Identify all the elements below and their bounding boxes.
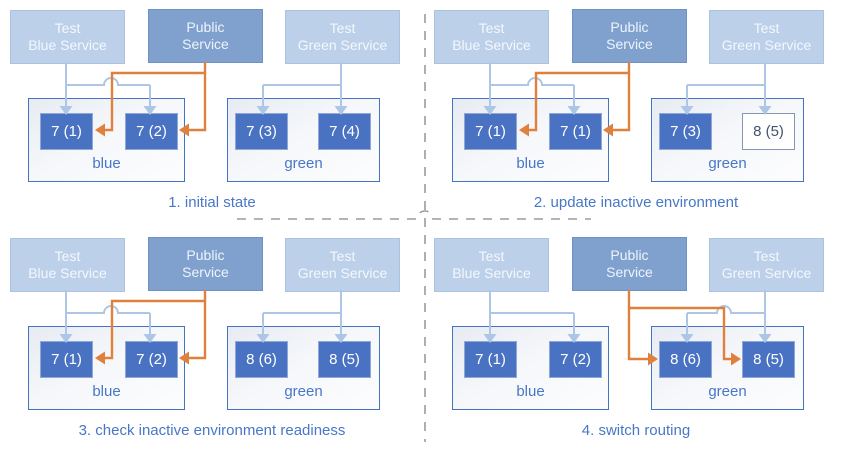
environment-name: green bbox=[284, 383, 323, 400]
service-label: Green Service bbox=[721, 37, 812, 53]
service-label: Public bbox=[186, 18, 225, 35]
service-label: Public bbox=[610, 18, 649, 35]
public-service-box: Public Service bbox=[148, 237, 263, 291]
service-label: Blue Service bbox=[452, 37, 531, 53]
pod: 7 (1) bbox=[40, 113, 93, 150]
test-blue-service-box: Test Blue Service bbox=[10, 238, 125, 292]
test-green-service-box: Test Green Service bbox=[709, 238, 824, 292]
pod: 7 (3) bbox=[659, 113, 712, 150]
test-blue-service-box: Test Blue Service bbox=[10, 10, 125, 64]
panel-initial-state: Test Blue Service Public Service Test Gr… bbox=[0, 0, 424, 228]
service-label: Blue Service bbox=[452, 265, 531, 281]
step-caption: 4. switch routing bbox=[581, 422, 691, 439]
service-label: Test bbox=[329, 247, 356, 264]
service-label: Test bbox=[478, 247, 505, 264]
pod: 7 (1) bbox=[549, 113, 602, 150]
service-label: Test bbox=[753, 19, 780, 36]
step-caption: 1. initial state bbox=[168, 194, 256, 211]
panel-check-readiness: Test Blue Service Public Service Test Gr… bbox=[0, 228, 424, 456]
pod: 8 (6) bbox=[659, 341, 712, 378]
panel-update-inactive: Test Blue Service Public Service Test Gr… bbox=[424, 0, 848, 228]
public-service-box: Public Service bbox=[572, 237, 687, 291]
public-service-box: Public Service bbox=[148, 9, 263, 63]
service-label: Blue Service bbox=[28, 37, 107, 53]
environment-name: blue bbox=[92, 155, 121, 172]
step-caption: 3. check inactive environment readiness bbox=[78, 422, 346, 439]
environment-name: blue bbox=[516, 155, 545, 172]
service-label: Green Service bbox=[721, 265, 812, 281]
pod: 7 (1) bbox=[40, 341, 93, 378]
pod: 8 (6) bbox=[235, 341, 288, 378]
public-service-box: Public Service bbox=[572, 9, 687, 63]
environment-name: green bbox=[708, 155, 747, 172]
test-blue-service-box: Test Blue Service bbox=[434, 238, 549, 292]
service-label: Blue Service bbox=[28, 265, 107, 281]
environment-name: blue bbox=[516, 383, 545, 400]
test-green-service-box: Test Green Service bbox=[709, 10, 824, 64]
pod-updated: 8 (5) bbox=[742, 113, 795, 150]
service-label: Service bbox=[606, 264, 653, 280]
service-label: Service bbox=[182, 36, 229, 52]
service-label: Public bbox=[186, 246, 225, 263]
service-label: Test bbox=[329, 19, 356, 36]
environment-name: blue bbox=[92, 383, 121, 400]
environment-name: green bbox=[284, 155, 323, 172]
pod: 7 (3) bbox=[235, 113, 288, 150]
service-label: Test bbox=[54, 19, 81, 36]
pod: 8 (5) bbox=[742, 341, 795, 378]
service-label: Test bbox=[753, 247, 780, 264]
environment-name: green bbox=[708, 383, 747, 400]
service-label: Public bbox=[610, 246, 649, 263]
test-blue-service-box: Test Blue Service bbox=[434, 10, 549, 64]
service-label: Green Service bbox=[297, 37, 388, 53]
pod: 8 (5) bbox=[318, 341, 371, 378]
service-label: Test bbox=[54, 247, 81, 264]
service-label: Green Service bbox=[297, 265, 388, 281]
test-green-service-box: Test Green Service bbox=[285, 10, 400, 64]
service-label: Service bbox=[182, 264, 229, 280]
pod: 7 (1) bbox=[464, 341, 517, 378]
pod: 7 (1) bbox=[464, 113, 517, 150]
pod: 7 (2) bbox=[125, 113, 178, 150]
step-caption: 2. update inactive environment bbox=[533, 194, 739, 211]
service-label: Service bbox=[606, 36, 653, 52]
pod: 7 (2) bbox=[125, 341, 178, 378]
pod: 7 (4) bbox=[318, 113, 371, 150]
test-green-service-box: Test Green Service bbox=[285, 238, 400, 292]
pod: 7 (2) bbox=[549, 341, 602, 378]
panel-switch-routing: Test Blue Service Public Service Test Gr… bbox=[424, 228, 848, 456]
service-label: Test bbox=[478, 19, 505, 36]
